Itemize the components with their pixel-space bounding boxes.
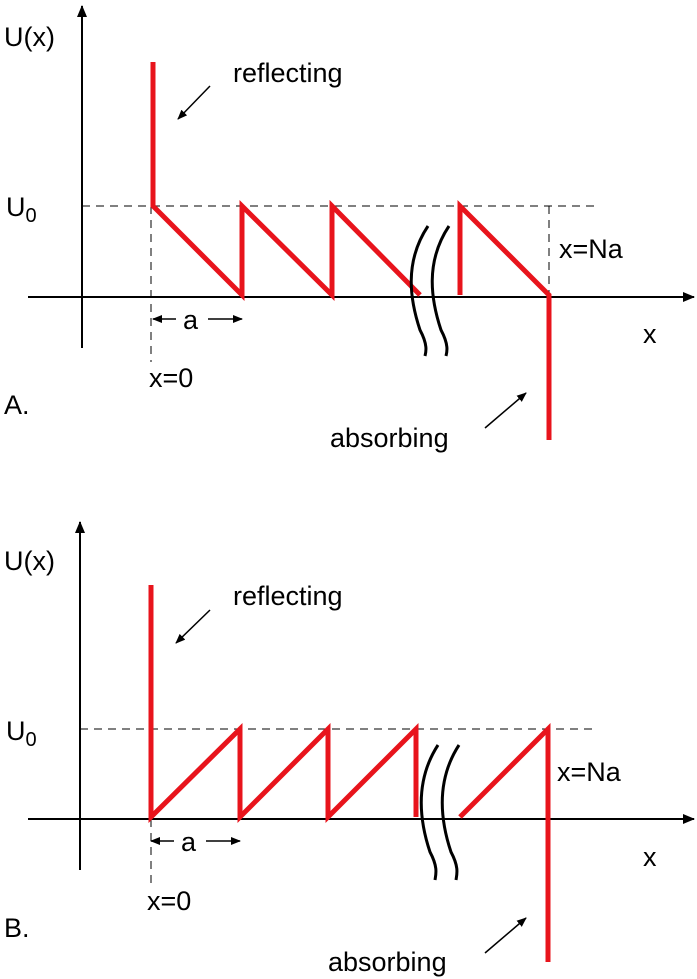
absorbing-arrow [484, 917, 527, 954]
reflecting-arrow [175, 609, 211, 644]
u0-label: U0 [6, 716, 37, 751]
end-label: x=Na [559, 234, 624, 264]
panel-tag: A. [4, 390, 30, 420]
period-label: a [181, 827, 197, 857]
sawtooth-potential-left [148, 585, 419, 824]
panel-a: U(x) x U0 reflecting absorbing a x=0 x=N… [4, 5, 695, 453]
x-axis-label: x [643, 319, 657, 349]
period-label: a [183, 305, 199, 335]
panel-b: U(x) x U0 reflecting absorbing a x=0 x=N… [4, 521, 695, 977]
sawtooth-potential-right [457, 199, 552, 440]
axis-break-right-curve [440, 744, 461, 881]
reflecting-label: reflecting [233, 58, 343, 88]
y-axis-label: U(x) [4, 546, 55, 576]
x-axis-label: x [643, 842, 657, 872]
sawtooth-potential-left [150, 62, 422, 302]
reflecting-arrow [177, 85, 211, 120]
sawtooth-potential-right [458, 722, 551, 962]
u0-label: U0 [6, 192, 37, 227]
axis-break-left-curve [409, 225, 430, 357]
axis-break-left-curve [419, 744, 440, 881]
origin-label: x=0 [147, 886, 191, 916]
axis-break-right-curve [430, 225, 451, 357]
absorbing-arrow [484, 392, 527, 429]
origin-label: x=0 [149, 363, 193, 393]
absorbing-label: absorbing [330, 423, 449, 453]
absorbing-label: absorbing [328, 947, 447, 977]
y-axis-label: U(x) [4, 22, 55, 52]
reflecting-label: reflecting [233, 581, 343, 611]
end-label: x=Na [557, 757, 622, 787]
panel-tag: B. [4, 913, 30, 943]
